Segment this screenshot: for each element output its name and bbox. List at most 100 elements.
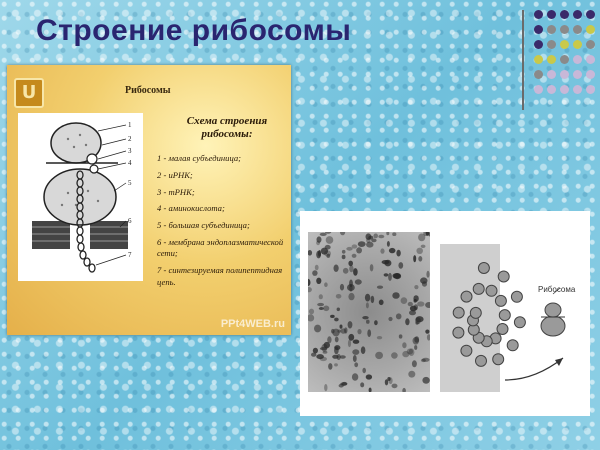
diagram-label-7: 7: [128, 251, 132, 259]
single-ribosome-small: [544, 302, 562, 318]
micrograph-particle: [414, 345, 418, 350]
decor-dot: [547, 25, 556, 34]
decor-dot: [573, 55, 582, 64]
polysome-ribosome: [510, 290, 523, 303]
arrow-line: [504, 357, 564, 381]
decor-dot: [573, 40, 582, 49]
micrograph-particle: [408, 370, 416, 378]
decor-dot: [534, 70, 543, 79]
decor-dot: [534, 40, 543, 49]
micrograph-particle: [426, 334, 431, 341]
decor-dot: [586, 85, 595, 94]
diagram-label-1: 1: [128, 121, 132, 129]
polysome-ribosome: [475, 354, 487, 367]
micrograph-particle: [338, 383, 344, 388]
micrograph-particle: [348, 333, 355, 341]
micrograph-particle: [357, 241, 366, 247]
micrograph-particle: [325, 230, 332, 234]
decor-dot: [547, 10, 556, 19]
polysome-ribosome: [460, 290, 473, 303]
micrograph-particle: [319, 232, 327, 236]
legend-item-7: 7 - синтезируемая полипептидная цепь.: [157, 265, 283, 287]
polysome-ribosome: [452, 326, 465, 339]
decor-dot: [534, 10, 543, 19]
micrograph-particle: [351, 244, 358, 249]
micrograph-particle: [325, 236, 334, 244]
micrograph-particle: [339, 355, 346, 359]
micrograph-particle: [369, 264, 374, 272]
micrograph-particle: [370, 295, 375, 304]
polysome-ribosome: [492, 353, 505, 366]
micrograph-particle: [392, 232, 397, 236]
micrograph-particle: [348, 292, 355, 301]
single-ribosome-large: [540, 315, 566, 337]
micrograph-particle: [319, 347, 328, 351]
schema-legend: 1 - малая субъединица; 2 - иРНК; 3 - тРН…: [157, 153, 289, 293]
micrograph-particle: [334, 317, 339, 322]
membrane-block-left: [32, 221, 70, 249]
polysome-ribosome: [485, 284, 498, 297]
ribosome-diagram-svg: 1 2 3 4 5 6 7: [32, 121, 132, 273]
micrograph-particle: [406, 348, 414, 355]
micrograph-particle: [352, 339, 360, 344]
micrograph-particle: [357, 329, 362, 335]
micrograph-particle: [365, 374, 373, 380]
micrograph-particle: [365, 302, 369, 309]
micrograph-particle: [420, 277, 428, 284]
micrograph-particle: [330, 314, 335, 318]
legend-item-2: 2 - иРНК;: [157, 169, 193, 180]
decor-dot: [586, 70, 595, 79]
decor-dot: [547, 70, 556, 79]
polysome-ribosome: [469, 306, 482, 319]
large-subunit: [43, 168, 117, 226]
polysome-ribosome: [497, 270, 510, 283]
decor-dot: [547, 85, 556, 94]
micrograph-particle: [354, 362, 359, 368]
micrograph-particle: [323, 341, 330, 349]
micrograph-particle: [388, 316, 393, 322]
micrograph-particle: [383, 273, 389, 277]
membrane-block-right: [90, 221, 128, 249]
decor-dot: [560, 70, 569, 79]
diagram-label-5: 5: [128, 179, 132, 187]
micrograph-particle: [307, 314, 315, 322]
micrograph-particle: [344, 327, 348, 334]
legend-item-3: 3 - тРНК;: [157, 186, 195, 197]
micrograph-particle: [371, 238, 377, 243]
decor-dot: [534, 55, 543, 64]
decor-dot: [547, 55, 556, 64]
micrograph-particle: [408, 348, 415, 356]
micrograph-particle: [366, 319, 370, 324]
micrograph-particle: [411, 360, 417, 368]
micrograph-particle: [388, 377, 393, 385]
micrograph-particle: [339, 283, 345, 291]
micrograph-particle: [312, 270, 318, 276]
polysome-spiral-diagram: [440, 244, 566, 392]
micrograph-particle: [360, 382, 365, 388]
micrograph-particle: [314, 264, 319, 271]
polysome-ribosome: [498, 309, 511, 322]
micrograph-particle: [320, 247, 328, 255]
schema-title-line-2: рибосомы:: [201, 128, 253, 140]
micrograph-particle: [356, 247, 362, 254]
micrograph-particle: [317, 302, 324, 307]
micrograph-particle: [423, 230, 429, 237]
micrograph-particle: [366, 241, 374, 248]
micrograph-particle: [328, 363, 333, 370]
polysome-spiral: [452, 262, 526, 367]
decor-dot: [534, 85, 543, 94]
micrograph-particle: [347, 321, 353, 329]
micrograph-particle: [316, 277, 322, 284]
decor-dot: [586, 25, 595, 34]
micrograph-particle: [402, 342, 407, 349]
micrograph-particle: [376, 336, 383, 340]
arrow-head-icon: [555, 358, 563, 366]
micrograph-particle: [351, 253, 357, 258]
micrograph-particle: [409, 305, 417, 312]
micrograph-particle: [415, 317, 421, 325]
decor-dot: [586, 55, 595, 64]
micrograph-particle: [337, 329, 342, 333]
micrograph-particle: [384, 379, 389, 386]
polysome-ribosome: [496, 323, 509, 335]
micrograph-particle: [374, 320, 378, 326]
